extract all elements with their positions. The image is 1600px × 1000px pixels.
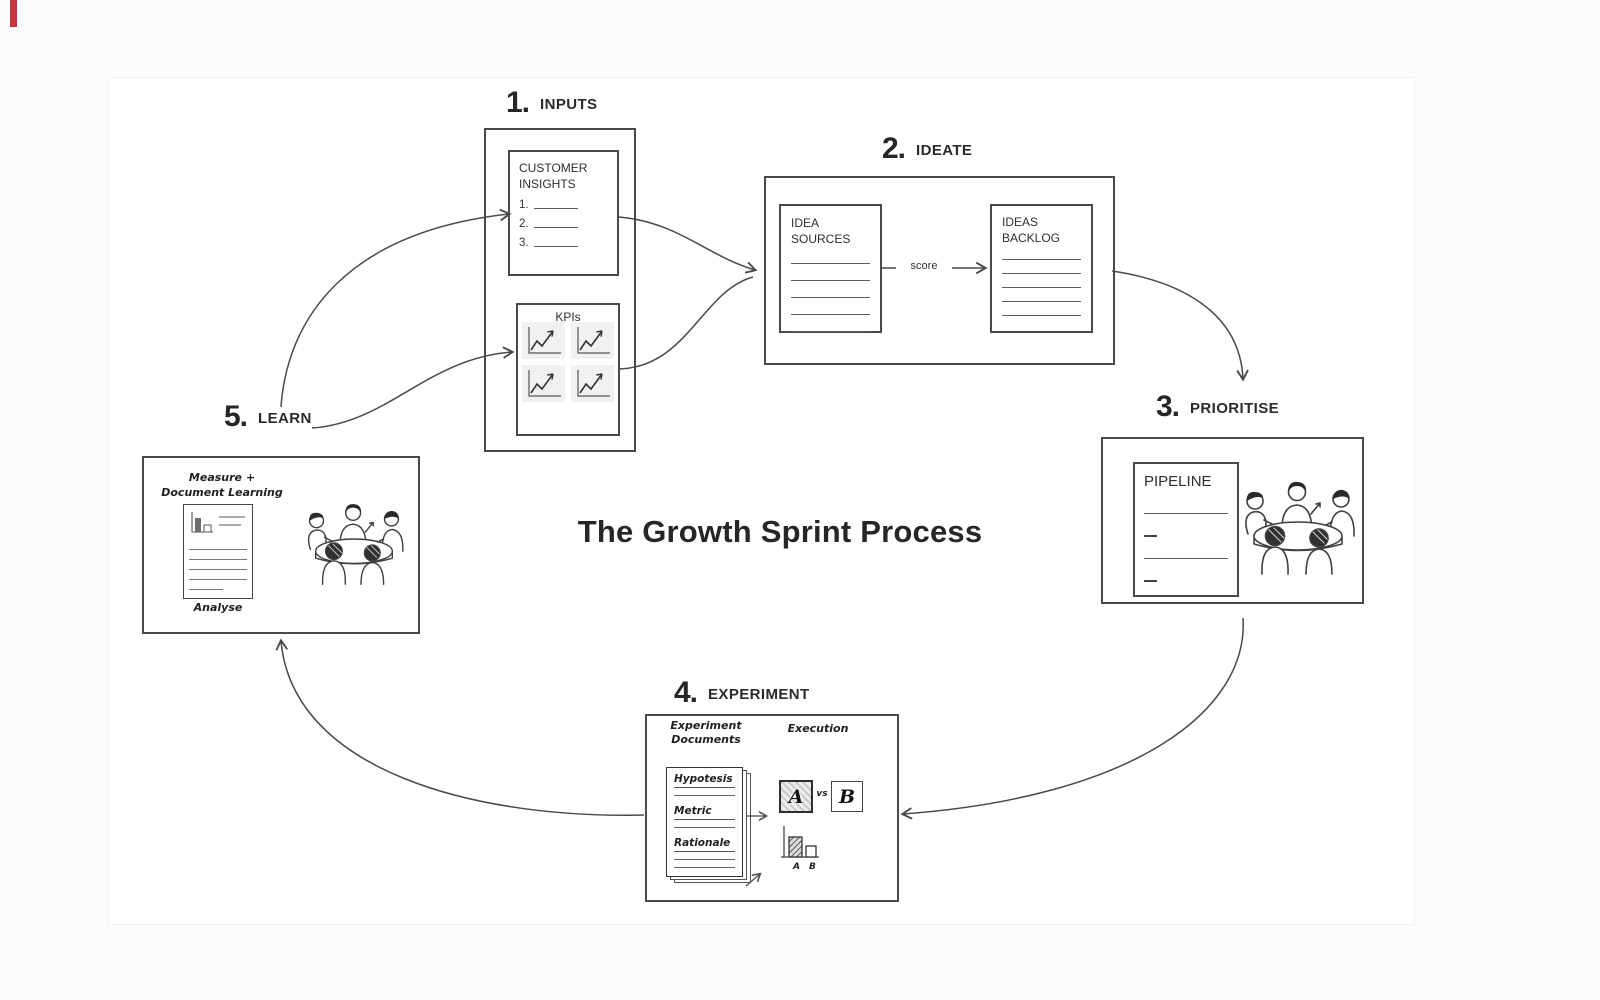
blank-line xyxy=(189,569,247,570)
bar-label-a: A xyxy=(792,862,800,872)
blank-line xyxy=(1002,301,1081,303)
ideas-backlog-card: IDEAS BACKLOG xyxy=(990,204,1093,333)
kpi-trend-chart-icon xyxy=(571,365,614,402)
stage-heading-learn: 5. LEARN xyxy=(224,400,312,434)
vs-label: vs xyxy=(816,789,828,799)
team-discussion-illustration xyxy=(1245,481,1355,575)
stage-heading-ideate: 2. IDEATE xyxy=(882,132,972,166)
blank-line xyxy=(1002,273,1081,275)
stage-number: 3. xyxy=(1156,390,1180,423)
stage-label: PRIORITISE xyxy=(1190,400,1280,417)
insight-item: 1. xyxy=(519,199,608,211)
stage-number: 5. xyxy=(224,400,248,433)
blank-line xyxy=(189,559,247,560)
blank-line xyxy=(189,549,247,550)
field-rationale: Rationale xyxy=(674,837,735,852)
kpi-chart-grid xyxy=(522,322,614,402)
stage-number: 2. xyxy=(882,132,906,165)
insight-item-number: 1. xyxy=(519,199,529,212)
blank-line xyxy=(791,297,870,299)
mini-bar-chart-icon xyxy=(191,512,245,533)
blank-line xyxy=(189,579,247,580)
measure-document-learning-title: Measure + Document Learning xyxy=(161,471,283,499)
stage-number: 1. xyxy=(506,86,530,119)
pipeline-title: PIPELINE xyxy=(1144,473,1212,490)
stage-number: 4. xyxy=(674,676,698,709)
idea-sources-card: IDEA SOURCES xyxy=(779,204,882,333)
blank-line xyxy=(674,867,735,868)
diagram-title: The Growth Sprint Process xyxy=(577,514,983,549)
insight-item: 3. xyxy=(519,237,608,249)
analysis-document xyxy=(183,504,253,599)
blank-line xyxy=(791,331,870,333)
blank-line xyxy=(791,263,870,265)
kpi-trend-chart-icon xyxy=(522,322,565,359)
blank-line xyxy=(533,208,578,210)
blank-line xyxy=(533,246,578,248)
blank-line xyxy=(791,280,870,282)
pipeline-card: PIPELINE xyxy=(1133,462,1239,597)
variant-a-box: A xyxy=(779,780,813,813)
blank-line xyxy=(533,227,578,229)
kpi-trend-chart-icon xyxy=(522,365,565,402)
experiment-document: Hypotesis Metric Rationale xyxy=(666,767,743,877)
execution-title: Execution xyxy=(787,722,849,735)
stage-heading-inputs: 1. INPUTS xyxy=(506,86,597,120)
blank-line xyxy=(1144,558,1228,560)
blank-line xyxy=(674,859,735,860)
analyse-caption: Analyse xyxy=(193,601,243,614)
insight-item-number: 2. xyxy=(519,218,529,231)
blank-line xyxy=(1002,287,1081,289)
field-hypothesis: Hypotesis xyxy=(674,773,735,788)
blank-line xyxy=(674,795,735,796)
customer-insights-card: CUSTOMER INSIGHTS 1. 2. 3. xyxy=(508,150,619,276)
corner-accent-bar xyxy=(10,0,17,27)
ab-test-bar-chart: A B xyxy=(781,826,819,872)
stage-label: LEARN xyxy=(258,410,312,427)
stage-label: IDEATE xyxy=(916,142,973,159)
bar-label-b: B xyxy=(809,862,816,872)
blank-line xyxy=(1144,513,1228,515)
blank-dash xyxy=(1144,535,1157,538)
ideas-backlog-title: IDEAS BACKLOG xyxy=(1002,215,1061,246)
blank-line xyxy=(1002,315,1081,317)
score-arrow-label: score xyxy=(896,259,952,273)
kpi-trend-chart-icon xyxy=(571,322,614,359)
blank-line xyxy=(674,827,735,828)
blank-line xyxy=(189,589,223,590)
experiment-documents-title: Experiment Documents xyxy=(670,719,742,747)
field-metric: Metric xyxy=(674,805,735,820)
experiment-document-stack: Hypotesis Metric Rationale xyxy=(666,767,751,883)
stage-heading-prioritise: 3. PRIORITISE xyxy=(1156,390,1279,424)
insight-item-number: 3. xyxy=(519,237,529,250)
idea-sources-title: IDEA SOURCES xyxy=(791,216,851,247)
insight-item: 2. xyxy=(519,218,608,230)
team-discussion-illustration xyxy=(307,504,404,586)
customer-insights-title: CUSTOMER INSIGHTS xyxy=(519,161,588,192)
blank-dash xyxy=(1144,580,1157,583)
kpis-title: KPIs xyxy=(555,310,581,324)
variant-b-box: B xyxy=(831,781,863,812)
kpis-card: KPIs xyxy=(516,303,620,436)
blank-line xyxy=(1002,259,1081,261)
blank-line xyxy=(791,314,870,316)
stage-label: EXPERIMENT xyxy=(708,686,810,703)
stage-heading-experiment: 4. EXPERIMENT xyxy=(674,676,810,710)
stage-label: INPUTS xyxy=(540,96,598,113)
